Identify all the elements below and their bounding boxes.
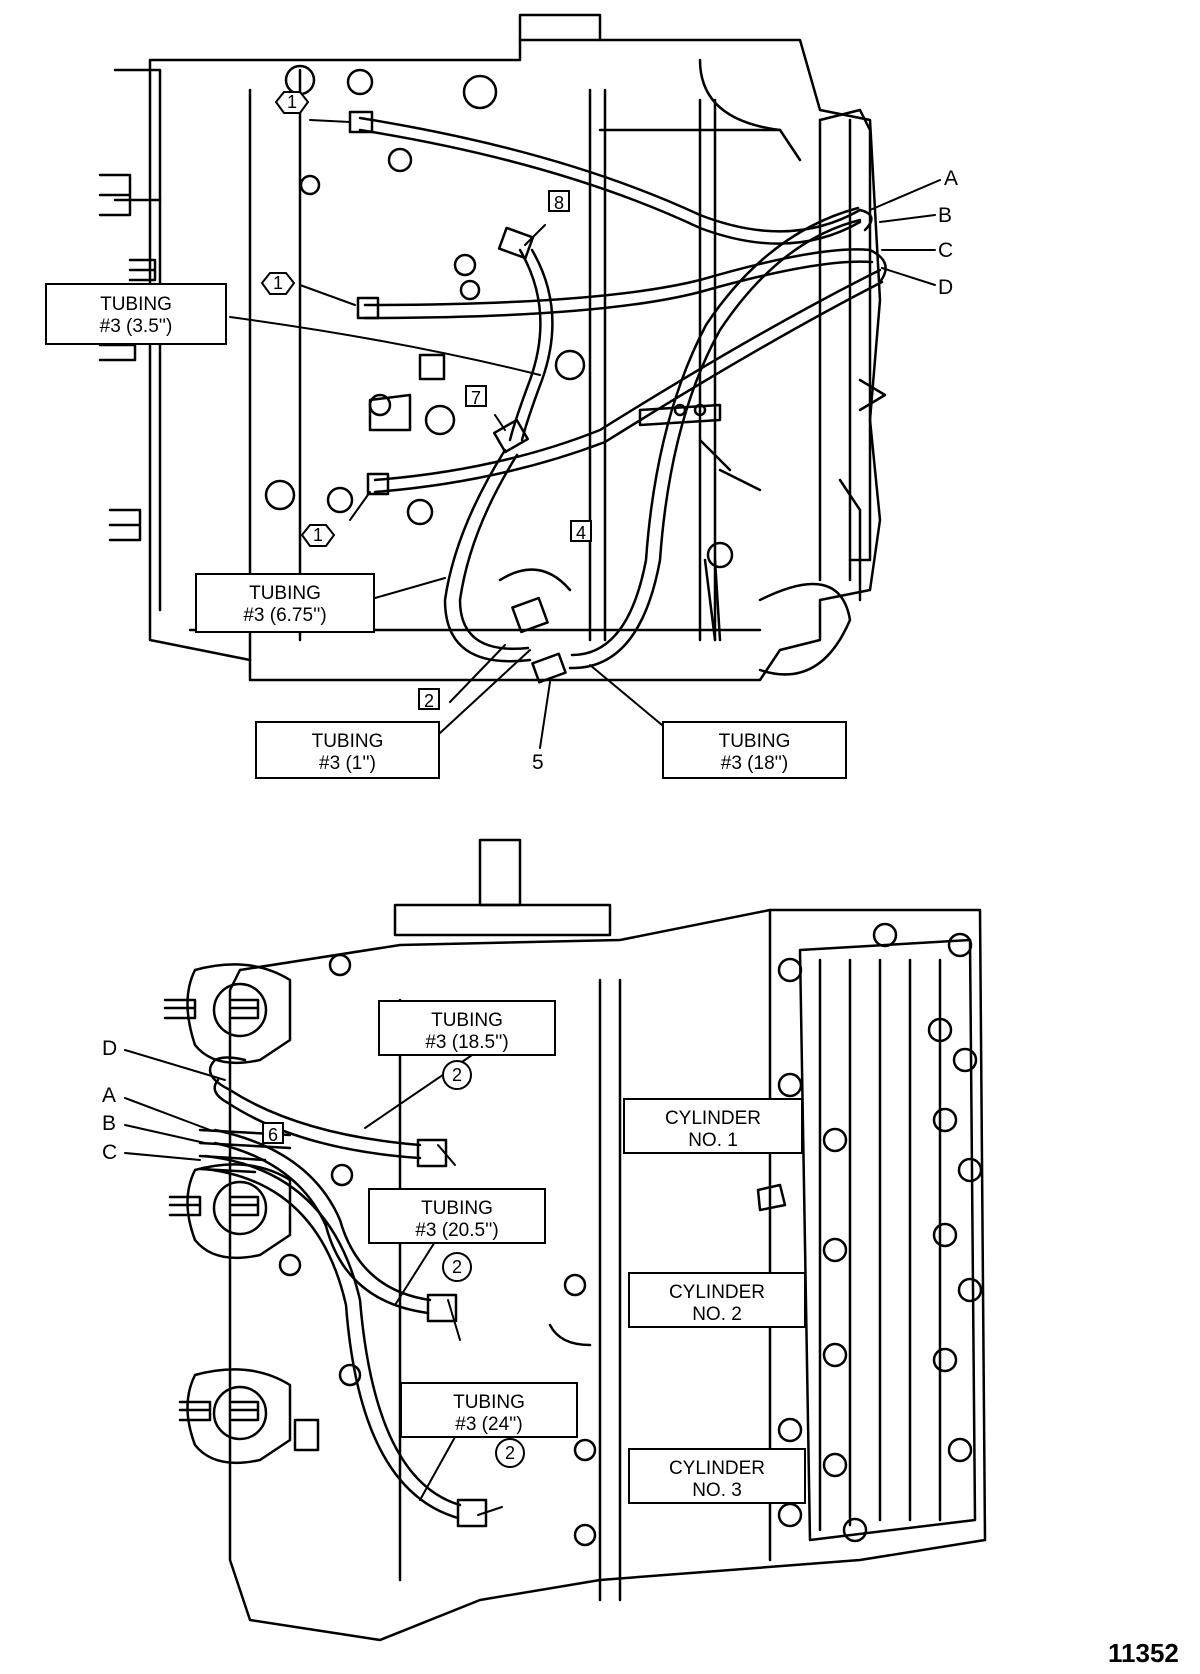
callout-5: 5 (532, 751, 544, 774)
letter-a-top: A (944, 167, 959, 190)
figure-number: 11352 (1108, 1638, 1179, 1668)
letter-b-bottom: B (102, 1112, 117, 1135)
letter-d-bottom: D (102, 1037, 118, 1060)
tubing-label-1: TUBING#3 (1'') (255, 721, 440, 779)
callout-8: 8 (548, 190, 570, 213)
callout-4: 4 (570, 520, 592, 543)
tubing-label-6-75: TUBING#3 (6.75'') (195, 573, 375, 633)
letter-c-bottom: C (102, 1141, 118, 1164)
callout-1-bottom: 1 (312, 525, 323, 545)
tubing-label-24: TUBING#3 (24'') (400, 1382, 578, 1438)
hex-markers (260, 91, 336, 547)
tubing-label-18-5: TUBING#3 (18.5'') (378, 1000, 556, 1056)
callout-6: 6 (262, 1122, 284, 1145)
letter-c-top: C (938, 239, 954, 262)
callout-2-bottom-a: 2 (442, 1060, 472, 1090)
callout-2-bottom-b: 2 (442, 1252, 472, 1282)
tubing-label-3-5: TUBING#3 (3.5'') (45, 283, 227, 345)
tubing-label-20-5: TUBING#3 (20.5'') (368, 1188, 546, 1244)
callout-2-bottom-c: 2 (495, 1438, 525, 1468)
letter-b-top: B (938, 204, 953, 227)
callout-7: 7 (465, 385, 487, 408)
top-tubing-lines (348, 110, 887, 684)
bottom-tubing-lines (198, 1056, 488, 1528)
letter-d-top: D (938, 276, 954, 299)
top-leader-lines (229, 119, 941, 749)
callout-1-middle: 1 (272, 273, 283, 293)
letter-a-bottom: A (102, 1084, 117, 1107)
callout-1-top: 1 (286, 92, 297, 112)
top-engine-block (98, 13, 887, 682)
callout-2-top: 2 (418, 688, 440, 711)
bottom-engine-block (163, 838, 987, 1642)
tubing-label-18: TUBING#3 (18'') (662, 721, 847, 779)
